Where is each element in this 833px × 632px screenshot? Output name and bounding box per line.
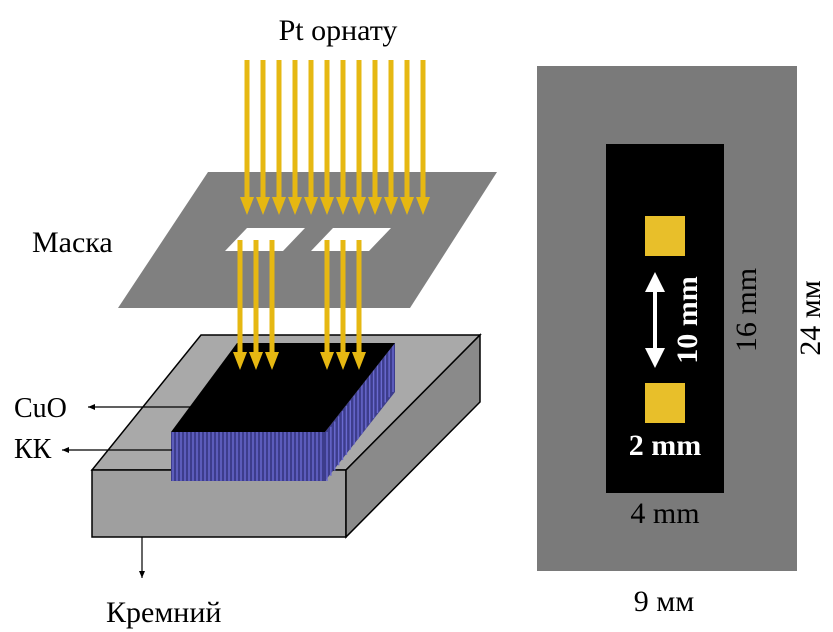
cuo-label: CuO [14,393,67,424]
porous-silicon-layer [171,343,395,481]
pt-sputtering-beams [233,60,430,370]
beam-arrow-left-window [249,240,263,370]
mask-opening-left [225,228,305,251]
beam-arrow-top [368,60,382,215]
pad-top [645,216,685,256]
beam-arrow-top [416,60,430,215]
beam-arrow-top [400,60,414,215]
beam-arrow-left-window [265,240,279,370]
pt-sputtering-label: Pt орнату [279,14,398,47]
pc-label: КК [14,434,52,465]
pad-size-label: 2 mm [629,429,701,462]
beam-arrow-top [352,60,366,215]
mask-opening-right [311,228,391,251]
mask-surface [118,172,497,308]
beam-arrow-right-window [352,240,366,370]
chip-inner [606,144,724,493]
outer-width-label: 9 мм [634,585,694,618]
beam-arrow-top [288,60,302,215]
beam-arrow-top [336,60,350,215]
beam-arrow-left-window [233,240,247,370]
cuo-layer [171,343,395,432]
mask-plate [118,172,497,308]
substrate-side-face [345,333,481,539]
beam-arrow-right-window [336,240,350,370]
mask-label: Маска [32,226,113,259]
beam-arrow-top [256,60,270,215]
pad-bottom [645,383,685,423]
beam-arrow-top [384,60,398,215]
pad-gap-arrow [645,272,665,368]
beam-arrow-right-window [320,240,334,370]
beam-arrow-top [272,60,286,215]
pad-gap-label: 10 mm [671,276,704,363]
beam-arrow-top [240,60,254,215]
inner-height-label: 16 mm [730,268,763,352]
outer-height-label: 24 мм [794,280,827,355]
silicon-label: Кремний [106,596,221,629]
beam-arrow-top [304,60,318,215]
beam-arrow-top [320,60,334,215]
substrate-front-face [91,469,347,538]
inner-width-label: 4 mm [630,497,699,530]
